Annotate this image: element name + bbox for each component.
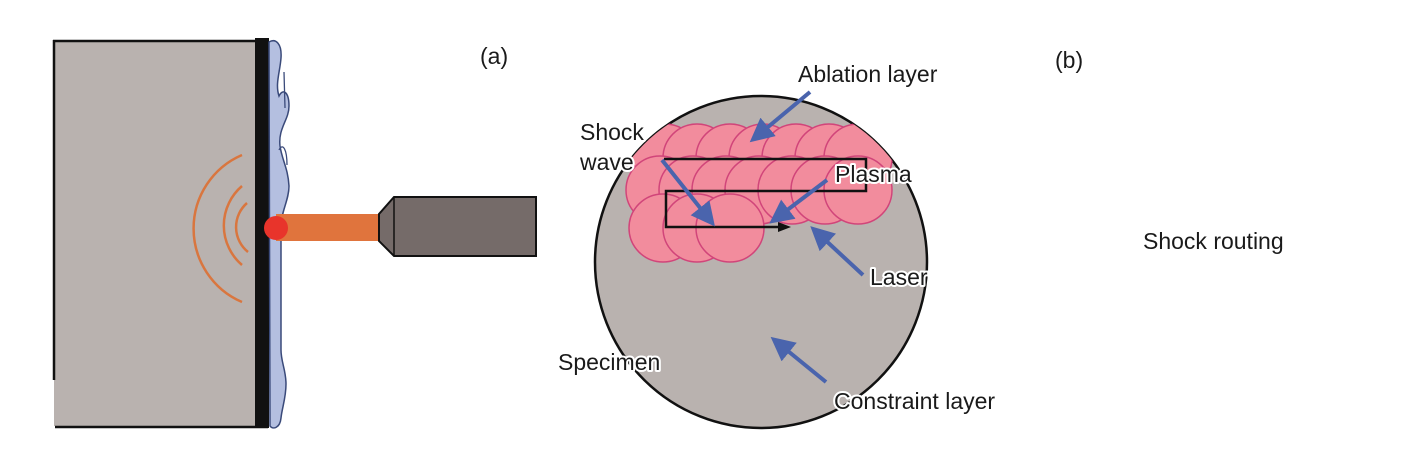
shock-arc-inner [234, 202, 249, 253]
label-ablation-layer: Ablation layer [798, 61, 938, 87]
laser-nozzle [378, 196, 537, 257]
panel-b-label: (b) [1055, 47, 1083, 73]
pointer-arrows [660, 90, 865, 384]
label-specimen: Specimen [558, 349, 660, 375]
arrow-constraint-layer [770, 336, 828, 384]
label-constraint-layer: Constraint layer [834, 388, 995, 414]
arrow-laser [810, 226, 865, 277]
panel-a: (a) [52, 38, 537, 429]
laser-impact-point [264, 216, 288, 240]
ablation-layer-side [255, 38, 269, 428]
arrow-plasma [769, 178, 829, 224]
label-shock-wave-line2: wave [579, 149, 634, 175]
shock-wave-arcs [192, 153, 249, 304]
laser-beam [276, 214, 381, 241]
label-laser: Laser [870, 264, 928, 290]
shock-routing-path [664, 157, 868, 229]
panel-a-label: (a) [480, 43, 508, 69]
routing-arrowhead [778, 222, 791, 232]
arrow-shock-wave [660, 158, 715, 227]
panel-b: Ablation layer Shock wave Plasma Laser S… [556, 47, 1284, 430]
water-ripple [278, 71, 288, 166]
label-plasma: Plasma [835, 161, 912, 187]
arrow-ablation-layer [749, 90, 812, 143]
specimen-block [54, 41, 267, 426]
shock-arc-middle [222, 185, 243, 266]
label-shock-wave-line1: Shock [580, 119, 644, 145]
label-shock-routing: Shock routing [1143, 228, 1284, 254]
shock-arc-outer [192, 153, 243, 304]
